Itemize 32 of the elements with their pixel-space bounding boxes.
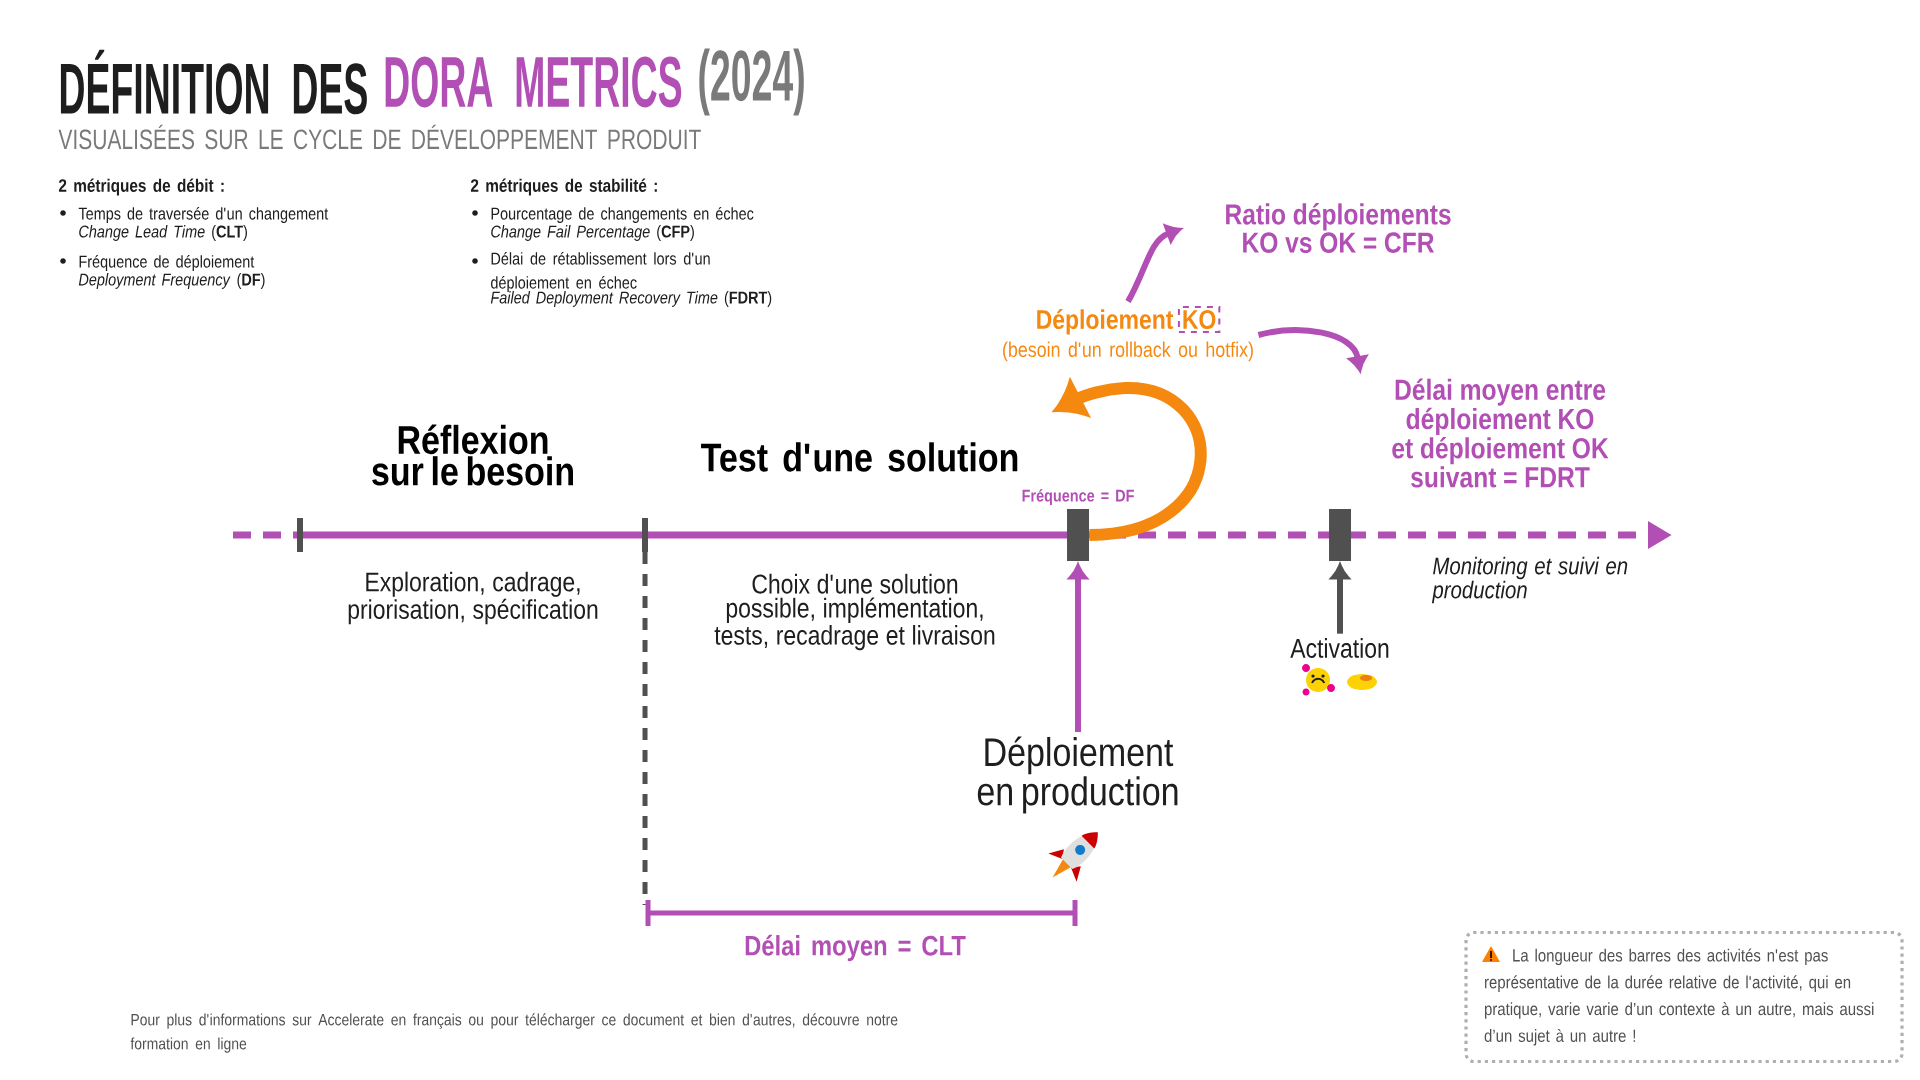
- arrow: [1125, 224, 1182, 303]
- metric-description: Délai de rétablissement lors d'un déploiement en échec: [491, 251, 710, 292]
- arrow: [1257, 327, 1368, 372]
- title: DÉFINITION DES: [60, 49, 367, 115]
- arrow: [1330, 564, 1350, 634]
- section-heading: 2 métriques de débit :: [58, 178, 224, 196]
- subtitle: VISUALISÉES SUR LE CYCLE DE DÉVELOPPEMENT PRODUIT: [58, 124, 701, 150]
- title: DORA METRICS: [385, 56, 682, 108]
- metric-description: Failed Deployment Recovery Time (FDRT): [490, 291, 772, 307]
- note-box: La longueur des barres des activités n'est pas représentative de la durée relative de l'activité, qui en pratique, varie varie d’un contexte à un autre, mais aussi d’un sujet à un autre !: [1464, 930, 1904, 1064]
- metric-label: Délai moyen entre déploiement KO et déploiement OK suivant = FDRT: [1392, 378, 1609, 488]
- metric-description: Fréquence de déploiement: [79, 254, 255, 271]
- milestone-label: Déploiement en production: [977, 736, 1178, 814]
- section-heading: 2 métriques de stabilité :: [470, 178, 657, 196]
- phase-description: Exploration, cadrage, priorisation, spécification: [348, 571, 598, 625]
- arrow: [1068, 564, 1088, 733]
- metric-description: Deployment Frequency (DF): [78, 273, 265, 289]
- metric-description: Temps de traversée d'un changement: [78, 206, 329, 223]
- phase-description: Monitoring et suivi en production: [1431, 556, 1628, 604]
- footer-note: Pour plus d'informations sur Accelerate en français ou pour télécharger ce document et bien d'autres, découvre notre formation en ligne: [130, 1013, 898, 1053]
- phase-heading: Réflexion sur le besoin: [372, 424, 573, 486]
- phase-description: Choix d'une solution possible, implémentation, tests, recadrage et livraison: [714, 573, 995, 651]
- metric-description: Change Fail Percentage (CFP): [491, 225, 694, 241]
- metric-label: Délai moyen = CLT: [745, 934, 966, 962]
- title: (2024): [699, 48, 804, 116]
- event-label: Déploiement KO (besoin d'un rollback ou hotfix): [1003, 305, 1253, 362]
- phase-heading: Test d'une solution: [701, 442, 1018, 472]
- metric-description: Pourcentage de changements en échec: [491, 206, 754, 223]
- milestone-label: Activation: [1290, 638, 1389, 658]
- metric-description: Change Lead Time (CLT): [79, 225, 247, 241]
- milestone-bar: [1329, 509, 1351, 561]
- metric-label: Ratio déploiements KO vs OK = CFR: [1226, 203, 1451, 253]
